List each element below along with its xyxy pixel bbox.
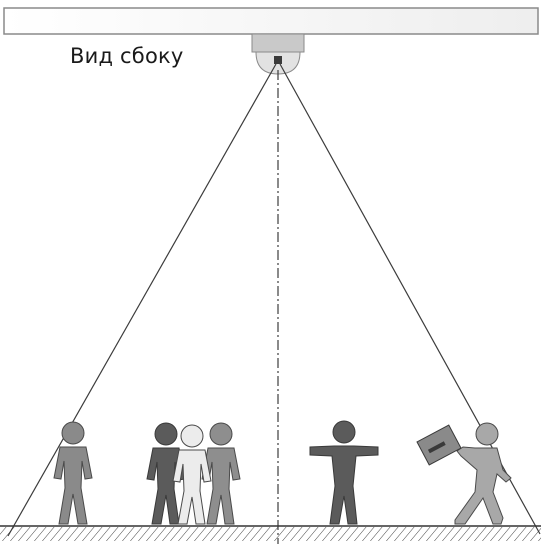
floor-hatching bbox=[0, 527, 541, 541]
person-left bbox=[53, 421, 93, 525]
ceiling bbox=[3, 7, 539, 35]
camera-mount bbox=[251, 33, 305, 53]
person-arms-out bbox=[309, 420, 379, 525]
person-carrying-box bbox=[416, 422, 512, 525]
floor bbox=[0, 525, 541, 541]
fov-left-line bbox=[7, 63, 277, 537]
ceiling-camera bbox=[251, 33, 305, 75]
people-group bbox=[53, 420, 512, 525]
person-group-front bbox=[172, 424, 212, 525]
camera-lens bbox=[274, 56, 282, 64]
person-group-back bbox=[146, 422, 186, 525]
view-caption: Вид сбоку bbox=[70, 44, 184, 68]
person-group-right bbox=[201, 422, 241, 525]
carried-box bbox=[416, 424, 462, 466]
